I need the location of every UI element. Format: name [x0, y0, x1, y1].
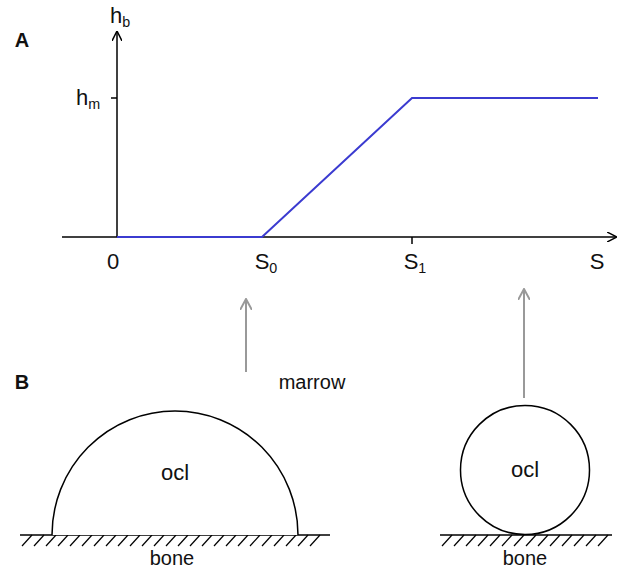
tick [111, 97, 117, 99]
hb-curve [117, 98, 598, 237]
tick [411, 237, 413, 244]
panel-letter: B [15, 372, 29, 392]
tick-label: 0 [107, 251, 119, 273]
cell-label: ocl [511, 459, 539, 481]
tick-label: S1 [404, 251, 427, 273]
tick-label: hm [76, 87, 100, 109]
pointer-arrow [523, 290, 525, 398]
panel-letter: A [15, 30, 29, 50]
osteoclast-attached: ocl [52, 411, 298, 535]
region-label: marrow [279, 372, 346, 392]
bone-hatching [22, 535, 608, 546]
axis-label: S [590, 251, 605, 273]
region-label: bone [150, 548, 195, 568]
y-axis [116, 32, 118, 237]
cell-label: ocl [161, 462, 189, 484]
tick-label: S0 [255, 251, 278, 273]
region-label: bone [503, 548, 548, 568]
axis-label: hb [110, 5, 130, 27]
osteoclast-detached: ocl [460, 405, 590, 535]
pointer-arrow [245, 300, 247, 372]
